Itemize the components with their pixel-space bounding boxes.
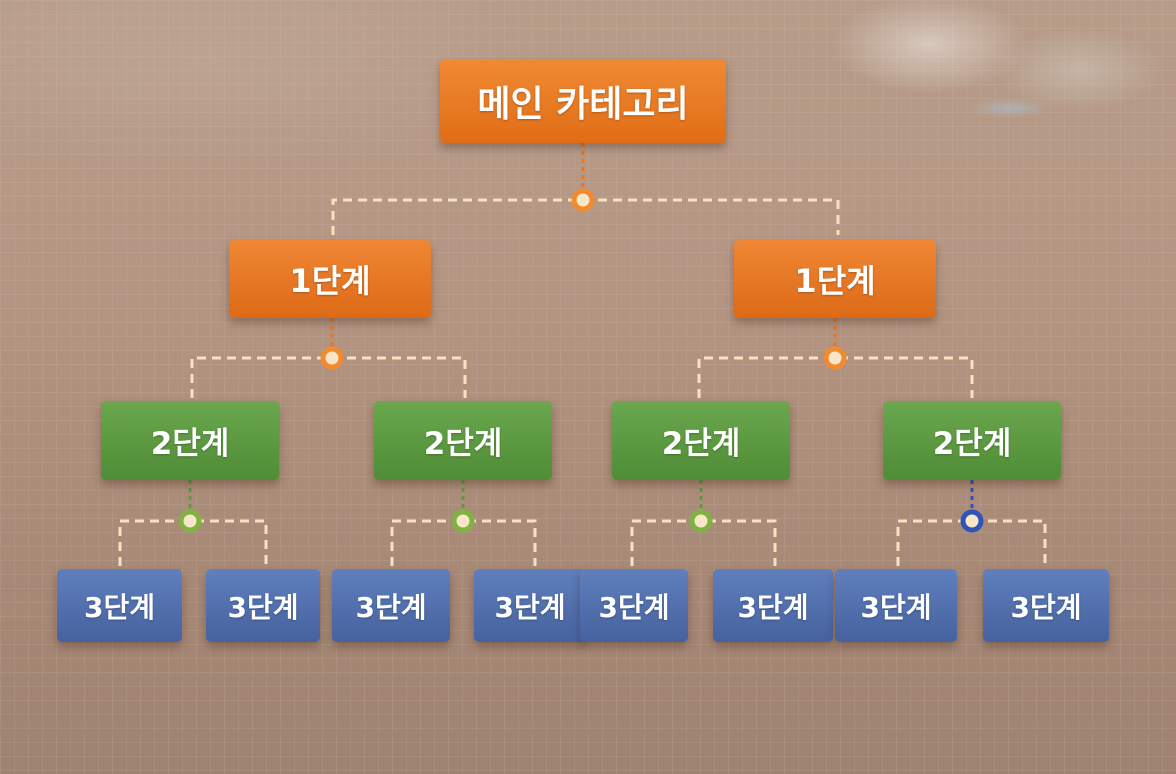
level2-node-d: 2단계 bbox=[883, 401, 1061, 480]
level1-node-a: 1단계 bbox=[229, 240, 431, 318]
hub-dot-level2-d bbox=[960, 509, 984, 533]
hub-dot-level1-b bbox=[823, 346, 847, 370]
connector-level2-c-level3 bbox=[630, 519, 777, 566]
level2-node-a: 2단계 bbox=[101, 401, 279, 480]
connector-level2-a-level3 bbox=[118, 519, 268, 566]
hub-dot-level1-a bbox=[320, 346, 344, 370]
level3-node-8: 3단계 bbox=[983, 569, 1109, 642]
hub-dot-level2-c bbox=[689, 509, 713, 533]
connector-level1-b-level2 bbox=[697, 356, 974, 398]
level3-node-6: 3단계 bbox=[713, 569, 833, 642]
level2-node-c: 2단계 bbox=[612, 401, 790, 480]
level3-node-1: 3단계 bbox=[57, 569, 182, 642]
hub-dot-level2-b bbox=[451, 509, 475, 533]
connector-level2-d-level3 bbox=[896, 519, 1047, 566]
level3-node-2: 3단계 bbox=[206, 569, 320, 642]
level2-node-b: 2단계 bbox=[374, 401, 552, 480]
connector-level2-b-level3 bbox=[390, 519, 537, 566]
level3-node-3: 3단계 bbox=[332, 569, 450, 642]
connector-level1-a-level2 bbox=[190, 356, 467, 398]
root-category-node: 메인 카테고리 bbox=[440, 59, 726, 143]
level3-node-7: 3단계 bbox=[835, 569, 957, 642]
level3-node-4: 3단계 bbox=[474, 569, 586, 642]
level3-node-5: 3단계 bbox=[580, 569, 688, 642]
hub-dot-level2-a bbox=[178, 509, 202, 533]
level1-node-b: 1단계 bbox=[734, 240, 936, 318]
hub-dot-root bbox=[571, 188, 595, 212]
